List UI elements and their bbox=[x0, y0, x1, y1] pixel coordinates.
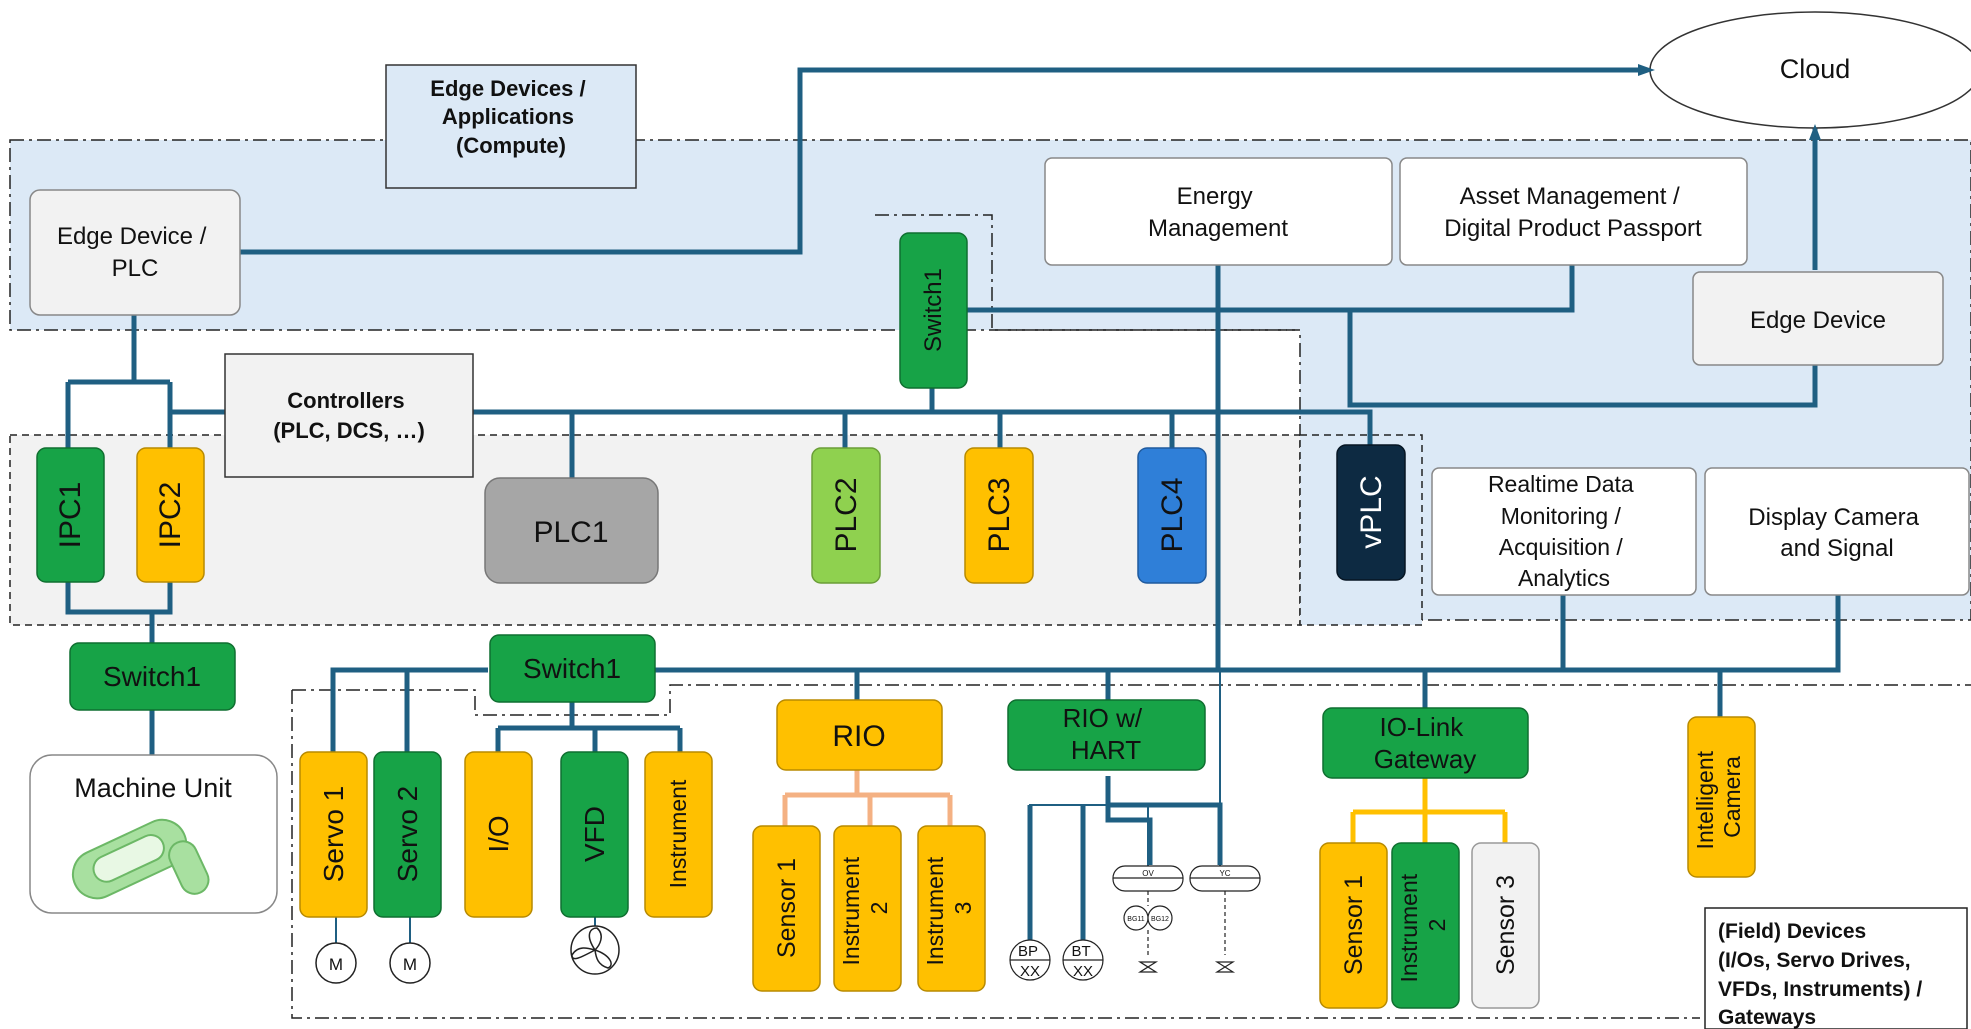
io-instrument2[interactable] bbox=[1391, 842, 1460, 1009]
bt-label: BT XX bbox=[1071, 943, 1094, 980]
edge-device-plc[interactable] bbox=[29, 189, 241, 316]
io-module[interactable] bbox=[464, 751, 533, 918]
instrument[interactable] bbox=[644, 751, 713, 918]
iolink-branch-lines bbox=[1350, 778, 1508, 845]
switch-left-label: Switch1 bbox=[103, 661, 201, 692]
controllers-title-box bbox=[224, 353, 474, 478]
rio[interactable] bbox=[776, 699, 943, 771]
io-instrument2-label: Instrument 2 bbox=[1396, 867, 1450, 982]
motor-icon bbox=[315, 942, 357, 984]
edge-device-label: Edge Device bbox=[1750, 307, 1886, 334]
realtime-data-label: Realtime Data Monitoring / Acquisition /… bbox=[1488, 471, 1640, 591]
energy-management-label: Energy Management bbox=[1148, 183, 1288, 242]
io-sensor3[interactable] bbox=[1471, 842, 1540, 1009]
arrow-head-cloud bbox=[1638, 64, 1655, 76]
switch-left[interactable] bbox=[69, 642, 236, 711]
cloud-label: Cloud bbox=[1780, 54, 1851, 84]
servo2-label: Servo 2 bbox=[392, 786, 423, 883]
servo1-label: Servo 1 bbox=[318, 786, 349, 883]
field-devices-title-box bbox=[1704, 907, 1968, 1029]
yc-label: YC bbox=[1219, 869, 1230, 878]
edge-title-label: Edge Devices / Applications (Compute) bbox=[430, 76, 591, 158]
servo1[interactable] bbox=[299, 751, 368, 918]
edge-device[interactable] bbox=[1692, 271, 1944, 366]
controllers-title-label: Controllers (PLC, DCS, …) bbox=[273, 388, 425, 443]
instrument-label: Instrument bbox=[665, 779, 691, 888]
rio-branch-lines bbox=[782, 770, 953, 828]
vplc-label: vPLC bbox=[1355, 475, 1388, 548]
bg12-label: BG12 bbox=[1151, 916, 1169, 923]
fan-icon bbox=[570, 925, 620, 975]
rio-instrument3-label: Instrument 3 bbox=[922, 850, 976, 965]
energy-management[interactable] bbox=[1044, 157, 1393, 266]
iolink-gateway-label: IO-Link Gateway bbox=[1374, 712, 1477, 774]
rio-instrument2[interactable] bbox=[833, 825, 902, 992]
rio-sensor1[interactable] bbox=[752, 825, 821, 992]
plc3-label: PLC3 bbox=[983, 477, 1016, 552]
ov-label: OV bbox=[1142, 869, 1154, 878]
plc2-label: PLC2 bbox=[830, 477, 863, 552]
machine-unit-label: Machine Unit bbox=[74, 773, 232, 803]
io-sensor1-label: Sensor 1 bbox=[1340, 875, 1368, 975]
vfd[interactable] bbox=[560, 751, 629, 918]
switch-top-label: Switch1 bbox=[920, 268, 947, 352]
switch-top[interactable] bbox=[899, 232, 968, 389]
intelligent-camera[interactable] bbox=[1687, 716, 1756, 878]
machine-part-image bbox=[71, 818, 210, 900]
intelligent-camera-label: Intelligent Camera bbox=[1692, 745, 1745, 850]
ipc2-label: IPC2 bbox=[154, 482, 187, 549]
connections bbox=[65, 67, 1841, 940]
plc3[interactable] bbox=[964, 447, 1034, 584]
switch-mid[interactable] bbox=[489, 634, 656, 703]
servo2[interactable] bbox=[373, 751, 442, 918]
plc1[interactable] bbox=[484, 477, 659, 584]
rio-instrument2-label: Instrument 2 bbox=[838, 850, 892, 965]
edge-device-plc-label: Edge Device / PLC bbox=[57, 223, 213, 282]
vplc[interactable] bbox=[1336, 444, 1406, 581]
ipc2[interactable] bbox=[136, 447, 205, 583]
ipc1-label: IPC1 bbox=[54, 482, 87, 549]
hart-branch-lines bbox=[1029, 670, 1221, 940]
bg11-label: BG11 bbox=[1127, 916, 1144, 923]
motor-label: M bbox=[329, 955, 343, 974]
bp-label: BP XX bbox=[1018, 943, 1042, 980]
rio-hart-label: RIO w/ HART bbox=[1063, 703, 1150, 765]
switch-top-zone bbox=[875, 214, 1300, 331]
motor-icon bbox=[389, 942, 431, 984]
plc1-label: PLC1 bbox=[533, 516, 608, 549]
display-camera[interactable] bbox=[1704, 467, 1970, 596]
plc2[interactable] bbox=[811, 447, 881, 584]
io-module-label: I/O bbox=[483, 815, 514, 852]
io-sensor1[interactable] bbox=[1319, 842, 1388, 1009]
switch-mid-label: Switch1 bbox=[523, 653, 621, 684]
motor-label: M bbox=[403, 955, 417, 974]
rio-hart[interactable] bbox=[1007, 699, 1206, 771]
iolink-gateway[interactable] bbox=[1322, 707, 1529, 779]
asset-management[interactable] bbox=[1399, 157, 1748, 266]
edge-title-box bbox=[385, 64, 637, 189]
rio-label: RIO bbox=[832, 720, 885, 753]
vfd-label: VFD bbox=[579, 806, 610, 862]
rio-sensor1-label: Sensor 1 bbox=[773, 858, 801, 958]
realtime-data[interactable] bbox=[1431, 467, 1697, 596]
plc4[interactable] bbox=[1137, 447, 1207, 584]
asset-management-label: Asset Management / Digital Product Passp… bbox=[1444, 183, 1702, 242]
io-sensor3-label: Sensor 3 bbox=[1492, 875, 1520, 975]
display-camera-label: Display Camera and Signal bbox=[1748, 504, 1925, 562]
rio-instrument3[interactable] bbox=[917, 825, 986, 992]
plc4-label: PLC4 bbox=[1156, 477, 1189, 552]
field-devices-title-label: (Field) Devices (I/Os, Servo Drives, VFD… bbox=[1718, 920, 1928, 1029]
arrow-head-edge bbox=[1809, 124, 1821, 140]
hart-instruments bbox=[1009, 865, 1261, 981]
ipc1[interactable] bbox=[36, 447, 105, 583]
